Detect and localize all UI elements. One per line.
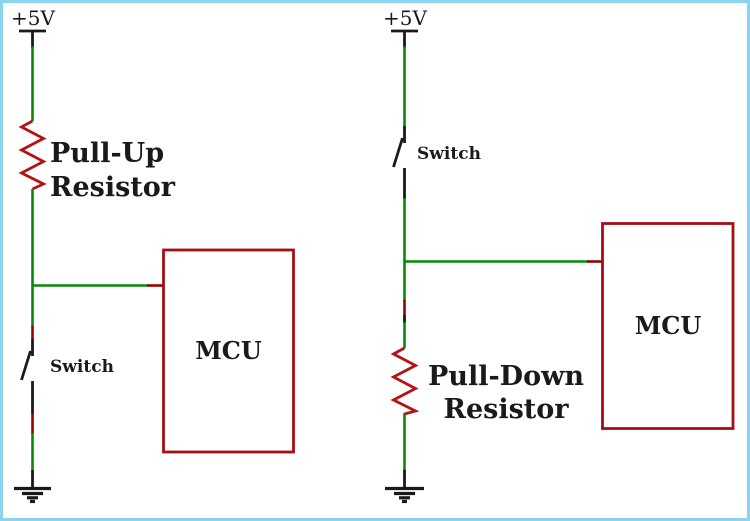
mcu-box xyxy=(601,222,735,430)
resistor-label-line1: Pull-Up xyxy=(50,138,164,169)
pull-down-circuit: +5V Switch Pull-Down Resistor xyxy=(383,6,735,504)
pull-up-circuit: +5V Pull-Up Resistor Switch xyxy=(11,6,295,504)
ground-icon xyxy=(14,470,51,504)
resistor-icon xyxy=(18,119,47,191)
mcu-label: MCU xyxy=(195,336,262,365)
supply-label: +5V xyxy=(11,6,55,30)
switch-label: Switch xyxy=(417,144,481,164)
mcu-box xyxy=(162,248,295,454)
resistor-label-line1: Pull-Down xyxy=(428,361,584,392)
switch-blade-icon xyxy=(20,350,32,381)
supply-label: +5V xyxy=(383,6,427,30)
resistor-label-line2: Resistor xyxy=(50,172,176,203)
mcu-label: MCU xyxy=(635,311,702,340)
switch-blade-icon xyxy=(392,137,404,168)
ground-icon xyxy=(385,470,424,504)
resistor-icon xyxy=(390,346,420,416)
resistor-label-line2: Resistor xyxy=(444,394,570,425)
switch-label: Switch xyxy=(50,357,114,377)
